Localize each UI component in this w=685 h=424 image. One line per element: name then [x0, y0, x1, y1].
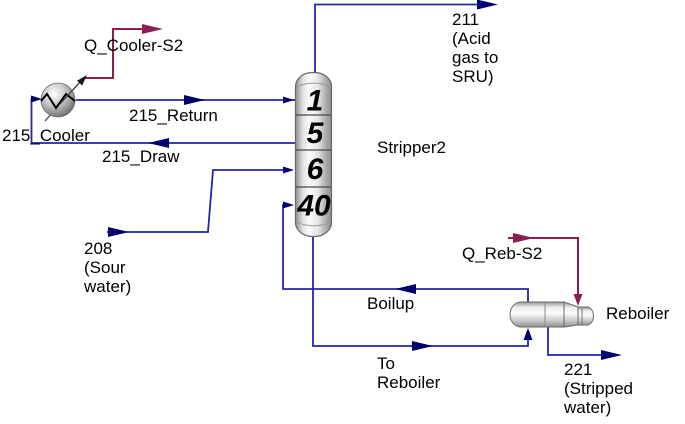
arrowhead	[148, 138, 169, 148]
arrowhead	[283, 96, 294, 104]
arrowhead	[184, 95, 205, 105]
cooler-duty-arrowhead	[77, 75, 87, 86]
cooler-icon[interactable]	[40, 75, 87, 122]
arrowhead	[395, 284, 416, 294]
stage-number-5: 5	[307, 117, 325, 150]
stage-number-40: 40	[296, 190, 331, 223]
column-cap-line	[296, 220, 331, 227]
label-boilup[interactable]: Boilup	[367, 294, 415, 313]
stream-215-return[interactable]	[76, 95, 295, 105]
arrowhead	[477, 0, 498, 10]
column-cap-line	[296, 82, 331, 89]
label-stripper2[interactable]: Stripper2	[377, 138, 446, 157]
column-shell	[294, 71, 333, 238]
label-reboiler[interactable]: Reboiler	[606, 304, 670, 323]
label-221-stripped[interactable]: 221 (Stripped water)	[564, 360, 633, 417]
reboiler-icon[interactable]	[509, 301, 594, 328]
label-to-reboiler[interactable]: To Reboiler	[377, 354, 441, 392]
reboiler-cone	[563, 301, 579, 328]
reboiler-body	[509, 301, 565, 328]
reboiler-nozzle	[577, 306, 594, 326]
arrowhead	[108, 227, 129, 237]
label-q-cooler-s2[interactable]: Q_Cooler-S2	[84, 36, 184, 55]
arrowhead	[513, 233, 534, 243]
stream-to-reboiler[interactable]	[312, 237, 533, 351]
label-211-acid-gas[interactable]: 211 (Acid gas to SRU)	[452, 10, 499, 86]
stream-q-reb-s2[interactable]	[508, 233, 583, 306]
stage-number-6: 6	[307, 153, 324, 186]
arrowhead	[523, 328, 533, 340]
label-208-sour-water[interactable]: 208 (Sour water)	[84, 239, 132, 296]
label-215-draw[interactable]: 215_Draw	[102, 147, 180, 166]
stream-215-draw[interactable]	[30, 95, 295, 149]
cooler-sphere	[40, 82, 76, 118]
stream-221-stripped-water[interactable]	[547, 327, 622, 360]
arrowhead	[601, 350, 622, 360]
stream-211-acid-gas[interactable]	[314, 0, 498, 72]
arrowhead	[283, 201, 294, 209]
arrowhead	[142, 24, 163, 34]
arrowhead	[412, 341, 433, 351]
arrowhead	[283, 166, 294, 174]
stream-q-cooler-s2[interactable]	[85, 24, 163, 79]
arrowhead	[31, 95, 42, 103]
stream-boilup[interactable]	[282, 201, 529, 304]
arrowhead	[573, 294, 583, 306]
stream-208-sour-water[interactable]	[107, 166, 294, 238]
cooler-zigzag-icon	[40, 92, 76, 110]
stripper-column-icon[interactable]: 1 5 6 40	[294, 71, 333, 238]
stage-number-1: 1	[307, 85, 324, 118]
label-215-cooler[interactable]: 215_Cooler	[2, 126, 90, 145]
cooler-duty-line	[59, 81, 81, 105]
label-215-return[interactable]: 215_Return	[129, 106, 218, 125]
label-q-reb-s2[interactable]: Q_Reb-S2	[462, 244, 543, 263]
